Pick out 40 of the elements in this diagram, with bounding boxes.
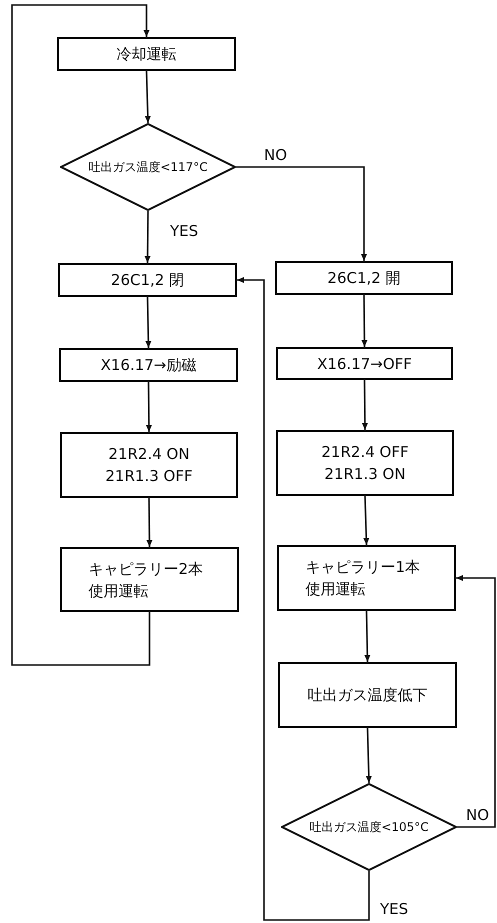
arrow [146, 382, 152, 432]
arrow [366, 728, 372, 784]
condition-text: 吐出ガス温度<117°C [88, 158, 208, 176]
step-text: 21R2.4 ON [108, 444, 190, 465]
step-text: X16.17→励磁 [100, 355, 196, 376]
process-box [278, 662, 457, 728]
process-box [60, 547, 239, 612]
decision-diamond [281, 783, 457, 871]
arrow [146, 498, 152, 547]
process-box [57, 37, 236, 71]
arrow [456, 575, 496, 828]
step-text: 26C1,2 開 [327, 268, 401, 289]
arrow [363, 496, 370, 546]
step-text: 吐出ガス温度低下 [308, 685, 428, 706]
step-text: 21R1.3 ON [324, 464, 406, 485]
arrow [362, 380, 368, 430]
arrow [144, 70, 151, 124]
arrow [361, 295, 368, 347]
condition-text: 吐出ガス温度<105°C [309, 818, 429, 836]
arrow [145, 296, 152, 348]
step-text: 21R2.4 OFF [321, 442, 409, 463]
process-box [277, 545, 456, 611]
step-text: 21R1.3 OFF [105, 466, 193, 487]
arrow [11, 4, 150, 666]
process-box [276, 347, 453, 380]
arrow [237, 277, 370, 921]
step-text: X16.17→OFF [317, 354, 412, 374]
process-box [60, 432, 238, 498]
arrow [144, 211, 151, 263]
decision-diamond [60, 123, 236, 211]
process-box [276, 430, 454, 496]
arrow [236, 166, 367, 261]
process-box [59, 348, 238, 382]
step-text: キャピラリー2本使用運転 [88, 558, 204, 602]
arrow [364, 610, 370, 662]
process-box [58, 263, 237, 297]
step-text: 冷却運転 [116, 44, 176, 65]
step-text: キャピラリー1本使用運転 [306, 557, 422, 600]
process-box [275, 261, 453, 295]
step-text: 26C1,2 閉 [110, 270, 184, 291]
